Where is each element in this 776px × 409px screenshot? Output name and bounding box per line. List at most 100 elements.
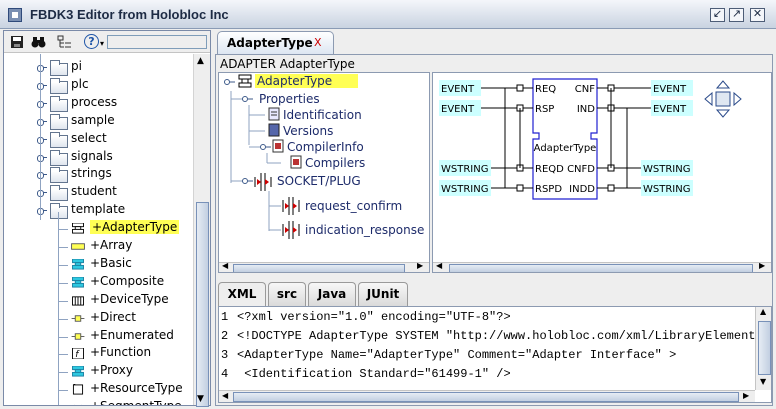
scroll-thumb[interactable] <box>233 264 405 272</box>
event-type-label: EVENT <box>441 84 475 95</box>
type-tree-horizontal-scrollbar[interactable]: ◀ ▶ <box>219 261 429 272</box>
scroll-thumb[interactable] <box>233 392 739 402</box>
tree-node-compilerinfo[interactable]: CompilerInfo <box>287 140 364 154</box>
tree-node-versions[interactable]: Versions <box>283 124 334 138</box>
tree-view-button[interactable] <box>56 34 73 50</box>
tab-src[interactable]: src <box>268 282 306 306</box>
tree-node-adaptertype[interactable]: AdapterType <box>255 74 359 88</box>
scroll-right-icon[interactable]: ▶ <box>743 391 750 400</box>
library-item-enumerated[interactable]: +Enumerated <box>4 328 193 346</box>
xml-source-editor[interactable]: 1<?xml version="1.0" encoding="UTF-8"?> … <box>218 306 772 403</box>
library-search-input[interactable] <box>107 35 207 49</box>
source-vertical-scrollbar[interactable]: ▲ ▼ <box>755 307 771 390</box>
library-folder-template[interactable]: template <box>4 202 193 220</box>
library-item-devicetype[interactable]: +DeviceType <box>4 292 193 310</box>
scroll-right-icon[interactable]: ▶ <box>417 261 424 270</box>
library-item-segmenttype[interactable]: +SegmentType <box>4 399 193 405</box>
pan-left-icon[interactable] <box>704 91 713 107</box>
tree-node-request-confirm[interactable]: request_confirm <box>305 199 403 213</box>
find-button[interactable] <box>30 34 47 50</box>
scroll-thumb[interactable] <box>449 264 753 272</box>
event-type-label: EVENT <box>653 104 687 115</box>
library-item-adaptertype[interactable]: +AdapterType <box>4 220 193 238</box>
expand-handle-icon[interactable] <box>37 207 47 216</box>
binoculars-icon <box>31 37 46 48</box>
scroll-down-icon[interactable]: ▼ <box>197 394 204 404</box>
library-folder-pi[interactable]: pi <box>4 59 193 77</box>
minimize-button[interactable]: ↙ <box>710 7 725 22</box>
tree-connector <box>58 372 68 374</box>
data-port-label: INDD <box>569 184 595 195</box>
svg-text:f: f <box>75 350 80 360</box>
tab-close-button[interactable]: X <box>314 36 322 49</box>
chevron-down-icon[interactable]: ▾ <box>100 39 105 48</box>
library-folder-student[interactable]: student <box>4 184 193 202</box>
expand-handle-icon[interactable] <box>37 64 47 72</box>
source-horizontal-scrollbar[interactable]: ◀ ▶ <box>219 390 755 402</box>
scroll-left-icon[interactable]: ◀ <box>222 391 229 400</box>
expand-handle-icon[interactable] <box>37 118 47 126</box>
minimize-icon: ↙ <box>712 7 723 20</box>
scroll-left-icon[interactable]: ◀ <box>222 261 229 270</box>
library-item-array[interactable]: +Array <box>4 238 193 256</box>
pan-center-icon[interactable] <box>715 91 731 107</box>
save-button[interactable] <box>8 34 25 50</box>
tab-junit[interactable]: JUnit <box>358 282 408 306</box>
expand-handle-icon[interactable] <box>37 189 47 198</box>
help-button[interactable]: ? <box>84 34 99 49</box>
library-item-function[interactable]: f+Function <box>4 345 193 363</box>
tree-node-identification[interactable]: Identification <box>283 108 362 122</box>
library-folder-plc[interactable]: plc <box>4 77 193 95</box>
expand-handle-icon[interactable] <box>37 82 47 90</box>
library-folder-sample[interactable]: sample <box>4 113 193 131</box>
library-folder-signals[interactable]: signals <box>4 149 193 167</box>
scroll-thumb[interactable] <box>196 202 209 407</box>
tree-node-properties[interactable]: Properties <box>259 92 320 106</box>
close-button[interactable]: ✕ <box>750 7 765 22</box>
line-number: 3 <box>221 348 229 362</box>
library-item-label: +Basic <box>90 255 132 270</box>
library-folder-process[interactable]: process <box>4 95 193 113</box>
folder-label: strings <box>71 166 112 181</box>
tab-java[interactable]: Java <box>308 282 356 306</box>
tree-node-indication-response[interactable]: indication_response <box>305 223 425 237</box>
diagram-horizontal-scrollbar[interactable]: ◀ ▶ <box>433 261 771 272</box>
library-folder-select[interactable]: select <box>4 131 193 149</box>
expand-handle-icon[interactable] <box>37 154 47 162</box>
tree-node-socket-plug[interactable]: SOCKET/PLUG <box>277 174 361 188</box>
scroll-up-icon[interactable]: ▲ <box>760 307 767 316</box>
library-item-proxy[interactable]: +Proxy <box>4 363 193 381</box>
tree-connector <box>58 336 68 338</box>
pan-right-icon[interactable] <box>733 91 742 107</box>
expand-handle-icon[interactable] <box>37 100 47 108</box>
maximize-button[interactable]: ↗ <box>729 7 744 22</box>
library-item-label: +DeviceType <box>90 291 169 306</box>
tree-connector <box>58 390 68 392</box>
library-item-composite[interactable]: +Composite <box>4 274 193 292</box>
versions-icon <box>268 123 280 137</box>
library-item-resourcetype[interactable]: +ResourceType <box>4 381 193 399</box>
request-confirm-icon <box>282 197 300 215</box>
scroll-down-icon[interactable]: ▼ <box>760 377 767 386</box>
scroll-left-icon[interactable]: ◀ <box>436 261 443 270</box>
expand-handle-icon[interactable] <box>37 136 47 144</box>
function-icon: f <box>72 348 84 360</box>
scroll-up-icon[interactable]: ▲ <box>197 56 204 66</box>
pan-up-icon[interactable] <box>715 80 731 89</box>
scroll-thumb[interactable] <box>758 321 771 375</box>
pan-down-icon[interactable] <box>715 109 731 118</box>
data-type-label: WSTRING <box>643 184 690 195</box>
tab-adaptertype[interactable]: AdapterType X <box>217 31 334 54</box>
tab-xml[interactable]: XML <box>218 282 266 306</box>
folder-icon <box>50 149 68 166</box>
folder-icon <box>50 131 68 148</box>
tree-view-icon <box>57 35 71 48</box>
expand-handle-icon[interactable] <box>37 171 47 180</box>
library-item-direct[interactable]: +Direct <box>4 310 193 328</box>
library-folder-strings[interactable]: strings <box>4 166 193 184</box>
tree-node-compilers[interactable]: Compilers <box>305 156 366 170</box>
library-vertical-scrollbar[interactable]: ▲ ▼ <box>193 54 210 407</box>
scroll-right-icon[interactable]: ▶ <box>759 261 766 270</box>
library-item-basic[interactable]: +Basic <box>4 256 193 274</box>
